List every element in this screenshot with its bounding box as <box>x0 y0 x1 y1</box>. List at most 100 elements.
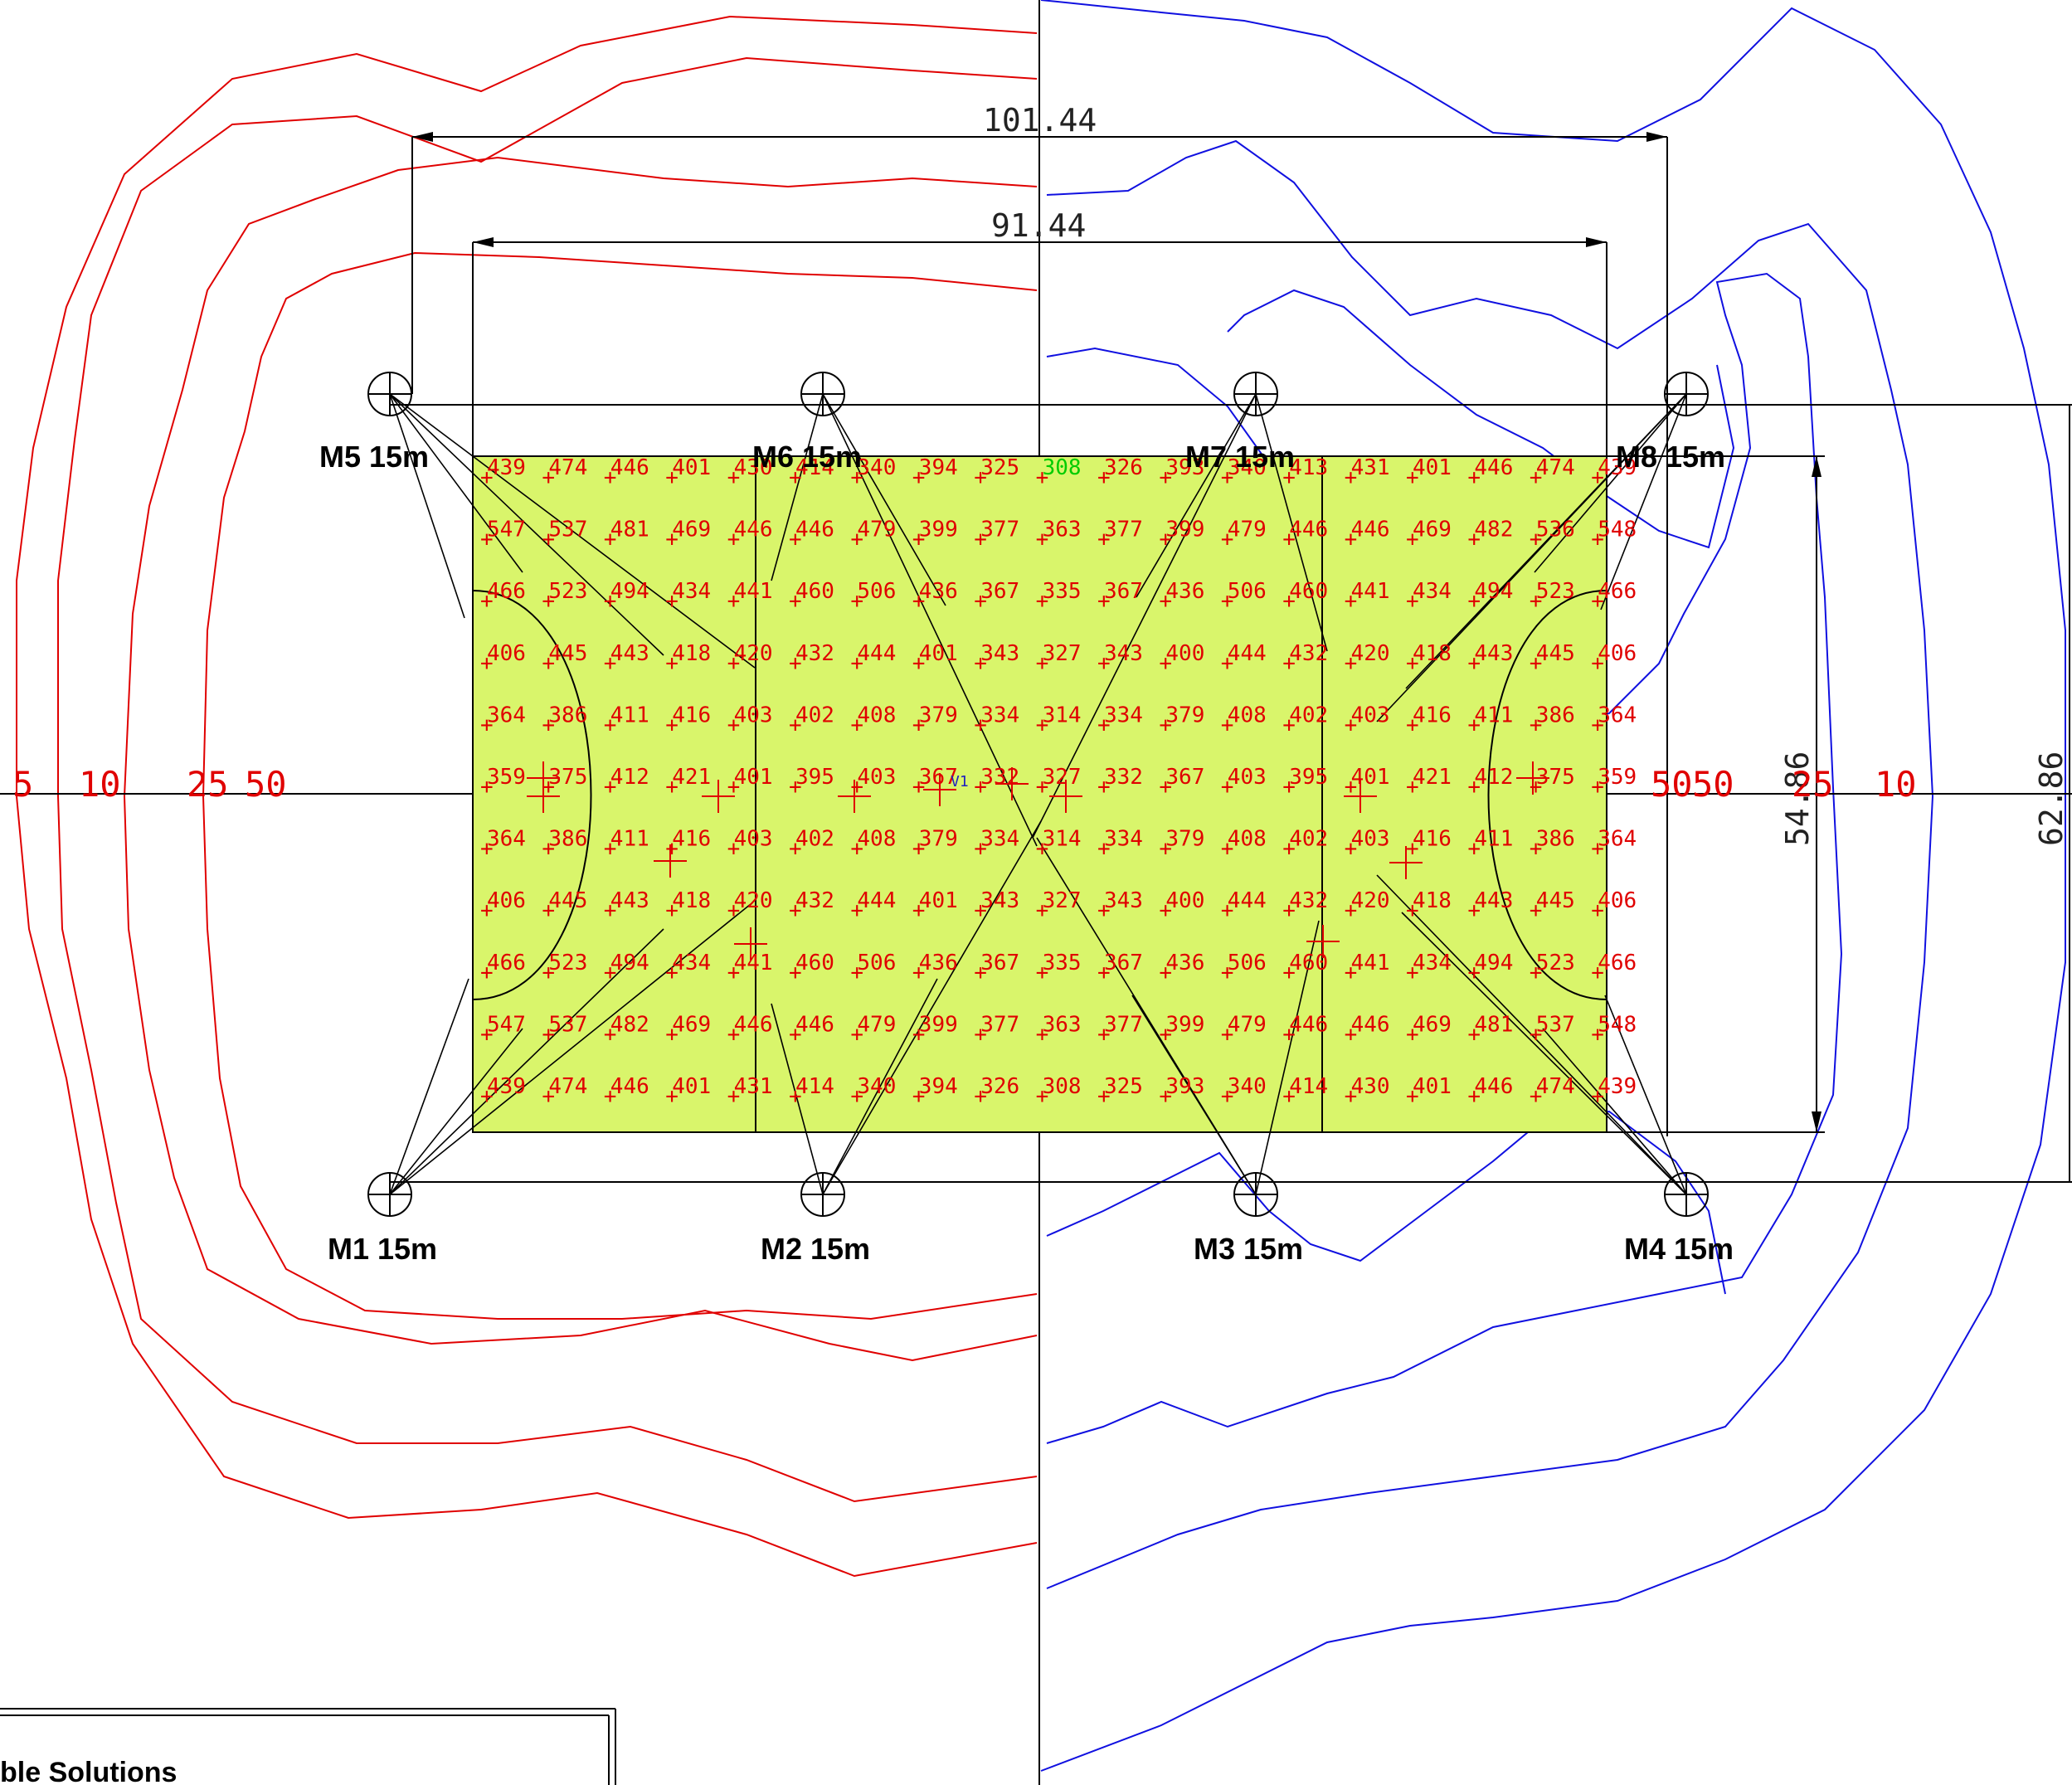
aiming-line <box>389 1028 523 1195</box>
arrowhead <box>1586 237 1607 247</box>
grid-point-marker: + <box>1406 961 1419 985</box>
lux-value: 334 <box>980 827 1019 852</box>
lux-value: 466 <box>487 579 526 604</box>
grid-point-marker: + <box>1282 775 1296 800</box>
lux-value: 439 <box>1598 1074 1637 1099</box>
lux-value: 421 <box>1413 765 1452 790</box>
lux-value: 367 <box>980 951 1019 975</box>
lux-value: 444 <box>857 888 896 913</box>
grid-point-marker: + <box>850 713 863 737</box>
lux-value: 434 <box>1413 579 1452 604</box>
grid-point-marker: + <box>1159 1084 1172 1109</box>
grid-point-marker: + <box>912 837 926 862</box>
grid-point-marker: + <box>789 713 802 737</box>
lux-value: 403 <box>734 703 773 727</box>
grid-point-marker: + <box>1036 837 1049 862</box>
grid-point-marker: + <box>1406 837 1419 862</box>
lux-value: 394 <box>919 455 958 480</box>
lux-value: 479 <box>1228 1012 1267 1037</box>
grid-point-marker: + <box>1530 961 1543 985</box>
grid-point-marker: + <box>1345 775 1358 800</box>
lux-value: 406 <box>1598 888 1637 913</box>
contour-line <box>57 56 1038 1503</box>
lux-value: 343 <box>1104 888 1143 913</box>
grid-point-marker: + <box>1282 1022 1296 1047</box>
lux-value: 460 <box>795 579 834 604</box>
lux-value: 444 <box>1228 641 1267 666</box>
lux-value: 474 <box>1536 1074 1575 1099</box>
lux-value: 469 <box>672 518 711 542</box>
illuminance-grid: +439+474+446+401+430+414+340+394+325+308… <box>480 455 1637 1109</box>
grid-point-marker: + <box>789 1084 802 1109</box>
lux-value: 367 <box>980 579 1019 604</box>
grid-point-marker: + <box>727 775 741 800</box>
grid-point-marker: + <box>1097 1084 1111 1109</box>
grid-point-marker: + <box>1591 651 1604 676</box>
mast-m3: M3 15m <box>1194 1172 1303 1266</box>
aiming-points <box>527 761 1549 961</box>
aiming-line <box>389 903 751 1195</box>
grid-point-marker: + <box>1530 775 1543 800</box>
lux-value: 359 <box>487 765 526 790</box>
lux-value: 436 <box>919 951 958 975</box>
lux-value: 420 <box>734 888 773 913</box>
lux-value: 537 <box>548 518 587 542</box>
grid-point-marker: + <box>1159 465 1172 490</box>
lux-value: 443 <box>610 641 649 666</box>
grid-point-marker: + <box>1345 898 1358 923</box>
grid-point-marker: + <box>1406 1022 1419 1047</box>
grid-point-marker: + <box>1036 1022 1049 1047</box>
lux-value: 547 <box>487 1012 526 1037</box>
grid-point-marker: + <box>1345 651 1358 676</box>
grid-point-marker: + <box>665 465 679 490</box>
grid-point-marker: + <box>1159 961 1172 985</box>
contour-line <box>16 15 1038 1578</box>
lux-value: 441 <box>734 951 773 975</box>
lux-value: 408 <box>857 703 896 727</box>
lux-value: 481 <box>610 518 649 542</box>
left-isolux-contours <box>16 15 1038 1578</box>
contour-line <box>1040 0 2066 1772</box>
grid-point-marker: + <box>912 1022 926 1047</box>
grid-point-marker: + <box>542 775 555 800</box>
aiming-line <box>1604 995 1687 1195</box>
lux-value: 386 <box>548 703 587 727</box>
grid-point-marker: + <box>789 898 802 923</box>
grid-point-marker: + <box>1282 1084 1296 1109</box>
grid-point-marker: + <box>1467 837 1481 862</box>
grid-point-marker: + <box>1345 589 1358 614</box>
outer-width-dim: 101.44 <box>983 102 1097 139</box>
grid-point-marker: + <box>1467 1084 1481 1109</box>
grid-point-marker: + <box>542 1084 555 1109</box>
lux-value: 420 <box>1351 641 1390 666</box>
mast-m8: M8 15m <box>1616 372 1725 474</box>
grid-point-marker: + <box>1345 465 1358 490</box>
grid-point-marker: + <box>727 713 741 737</box>
grid-point-marker: + <box>1159 713 1172 737</box>
grid-point-marker: + <box>789 1022 802 1047</box>
lux-value: 411 <box>610 703 649 727</box>
grid-point-marker: + <box>1159 651 1172 676</box>
grid-point-marker: + <box>1467 898 1481 923</box>
grid-point-marker: + <box>1467 589 1481 614</box>
grid-point-marker: + <box>727 465 741 490</box>
aiming-line <box>1405 393 1687 689</box>
grid-point-marker: + <box>727 898 741 923</box>
lux-value: 403 <box>734 827 773 852</box>
lux-value: 547 <box>487 518 526 542</box>
grid-point-marker: + <box>1159 1022 1172 1047</box>
grid-point-marker: + <box>1467 1022 1481 1047</box>
grid-point-marker: + <box>912 898 926 923</box>
grid-point-marker: + <box>1282 961 1296 985</box>
grid-point-marker: + <box>604 775 617 800</box>
lux-value: 446 <box>795 1012 834 1037</box>
grid-point-marker: + <box>480 837 494 862</box>
aiming-line <box>1036 837 1257 1195</box>
grid-point-marker: + <box>912 651 926 676</box>
grid-point-marker: + <box>1159 775 1172 800</box>
lux-value: 367 <box>1165 765 1204 790</box>
grid-point-marker: + <box>1591 528 1604 552</box>
aiming-line <box>1032 393 1257 839</box>
